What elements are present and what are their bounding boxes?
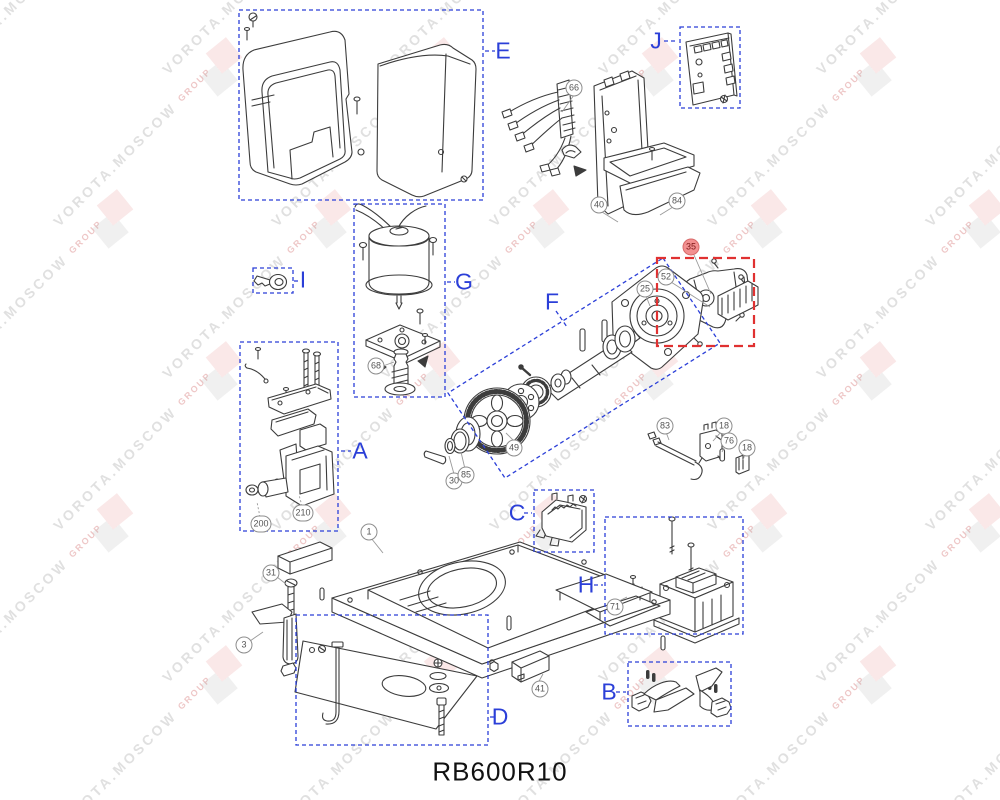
part-badge-41: 41 bbox=[531, 680, 549, 698]
part-badge-71: 71 bbox=[606, 598, 624, 616]
part-badge-200: 200 bbox=[250, 515, 272, 533]
section-box-j bbox=[679, 26, 741, 109]
part-badge-84: 84 bbox=[668, 192, 686, 210]
section-box-a bbox=[239, 341, 339, 532]
part-badge-25: 25 bbox=[636, 280, 654, 298]
section-box-b bbox=[627, 661, 732, 727]
section-label-b: B bbox=[601, 678, 617, 705]
part-badge-3: 3 bbox=[235, 636, 253, 654]
motor-drawing bbox=[354, 203, 441, 396]
section-boxes bbox=[238, 9, 744, 746]
part-badge-83: 83 bbox=[656, 417, 674, 435]
mount-brackets-drawing bbox=[631, 667, 732, 718]
control-board-drawing bbox=[685, 32, 738, 106]
section-label-f: F bbox=[544, 288, 560, 315]
section-label-j: J bbox=[650, 27, 662, 54]
part-badge-52: 52 bbox=[657, 268, 675, 286]
electronics-bracket-drawing bbox=[561, 70, 701, 216]
section-box-i bbox=[252, 267, 294, 294]
cover-back-drawing bbox=[376, 43, 477, 198]
part-badge-49: 49 bbox=[505, 439, 523, 457]
section-label-e: E bbox=[495, 37, 511, 64]
section-box-c bbox=[533, 489, 595, 553]
limit-stop-drawing bbox=[535, 492, 588, 547]
section-label-c: C bbox=[508, 499, 526, 526]
section-label-i: I bbox=[299, 266, 307, 293]
part-badge-35-highlighted: 35 bbox=[682, 238, 700, 256]
cover-front-drawing bbox=[242, 12, 365, 186]
section-label-a: A bbox=[352, 437, 368, 464]
part-badge-76: 76 bbox=[720, 432, 738, 450]
leader-lines bbox=[249, 94, 746, 684]
gear-shaft-assembly-drawing bbox=[423, 258, 759, 465]
part-badge-85: 85 bbox=[457, 466, 475, 484]
highlight-box bbox=[655, 256, 756, 348]
model-title: RB600R10 bbox=[432, 756, 568, 787]
part-badge-31: 31 bbox=[262, 564, 280, 582]
part-badge-68: 68 bbox=[367, 357, 385, 375]
release-lock-parts-drawing bbox=[244, 346, 335, 507]
part-badge-1: 1 bbox=[360, 523, 378, 541]
part-badge-40: 40 bbox=[590, 196, 608, 214]
part-badge-66: 66 bbox=[565, 79, 583, 97]
section-label-h: H bbox=[577, 571, 595, 598]
section-box-e bbox=[238, 9, 484, 201]
section-box-g bbox=[353, 203, 446, 398]
part-badge-18b: 18 bbox=[738, 439, 756, 457]
section-label-g: G bbox=[455, 268, 473, 295]
part-badge-210: 210 bbox=[292, 504, 314, 522]
section-box-h bbox=[604, 516, 744, 635]
release-key-drawing bbox=[253, 273, 288, 291]
section-label-d: D bbox=[491, 703, 509, 730]
chassis-base-drawing bbox=[251, 541, 671, 736]
